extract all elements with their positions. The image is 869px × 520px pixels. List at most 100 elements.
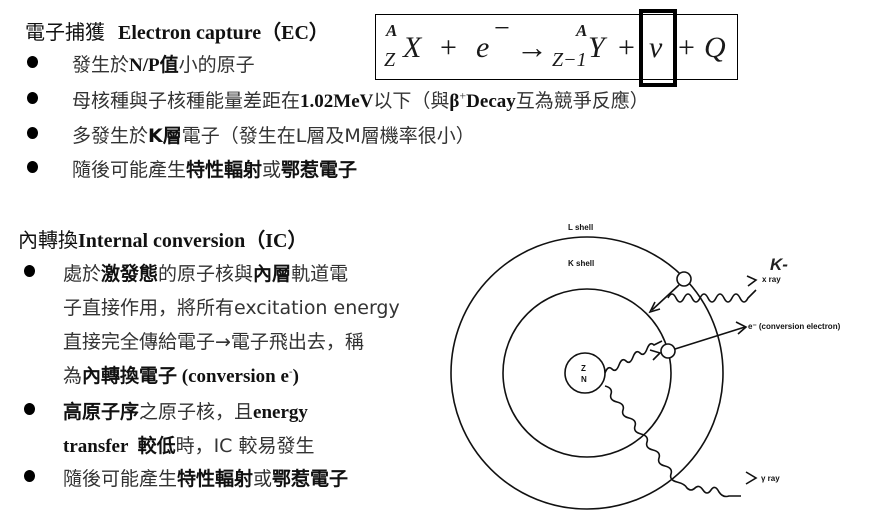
text: 發生於 (72, 54, 130, 76)
bold-text: energy (253, 402, 308, 423)
plus-sign: + (678, 31, 695, 64)
bold-text: (conversion e (177, 366, 289, 387)
ec-title-zh: 電子捕獲 (25, 20, 105, 44)
bold-text: 特性輻射 (177, 468, 254, 490)
bold-text: 激發態 (101, 263, 159, 285)
text: 以下（與 (373, 90, 450, 112)
transition-arrow (651, 284, 680, 311)
electron-charge: − (494, 13, 510, 44)
arrow-icon: → (516, 29, 548, 65)
ic-bullet-3: 隨後可能產生特性輻射或鄂惹電子 (63, 464, 348, 491)
electron-symbol: e (476, 31, 490, 64)
ec-title-en: Electron capture（EC） (118, 22, 329, 44)
gamma-ray-label: γ ray (761, 474, 780, 483)
nucleus-n-label: N (581, 375, 587, 384)
ic-title-zh: 內轉換 (18, 228, 78, 252)
bold-text: 1.02MeV (300, 91, 374, 112)
k-shell-label: K shell (568, 259, 594, 268)
ic-bullet-1-line-3: 直接完全傳給電子→電子飛出去，稱 (63, 331, 364, 353)
arrowhead-icon (735, 321, 748, 335)
bold-text: 鄂惹電子 (272, 468, 349, 490)
bullet-icon (24, 403, 35, 415)
energy-transfer-wave (604, 340, 663, 374)
bold-text: 高原子序 (63, 401, 140, 423)
k-shell-electron (660, 343, 676, 359)
parent-nucleus: X (403, 31, 422, 64)
text: 時，IC 較易發生 (175, 435, 315, 457)
bold-text: 特性輻射 (186, 159, 263, 181)
x-ray-label: x ray (762, 275, 781, 284)
internal-conversion-diagram: L shell K shell Z N K- x ray e⁻ (convers… (450, 223, 841, 510)
atomic-number: Z (384, 49, 396, 71)
daughter-nucleus: Y (588, 31, 605, 64)
mass-number: A (386, 21, 398, 40)
bold-text: 鄂惹電子 (281, 159, 358, 181)
atomic-number: Z−1 (552, 49, 587, 71)
text: 互為競爭反應） (515, 90, 649, 112)
bullet-icon (24, 265, 35, 277)
conversion-electron-path (674, 326, 746, 350)
nucleus-z-label: Z (581, 364, 586, 373)
bold-text: 內轉換電子 (82, 365, 178, 387)
ic-heading: 內轉換Internal conversion（IC） (18, 224, 307, 253)
ic-bullet-1-line-4: 為內轉換電子 (conversion e-) (63, 361, 299, 388)
ec-bullet-1: 發生於N/P值小的原子 (72, 50, 255, 77)
bullet-icon (27, 56, 38, 68)
text: 軌道電 (291, 263, 349, 285)
nucleus (564, 352, 606, 394)
bold-text: ) (292, 366, 299, 387)
arrowhead-icon (746, 275, 758, 287)
arrowhead-icon (649, 349, 662, 361)
bullet-icon (27, 127, 38, 139)
ec-bullet-3: 多發生於K層電子（發生在L層及M層機率很小） (72, 121, 475, 148)
l-shell-orbit (450, 236, 724, 510)
k-annotation: K- (770, 255, 788, 274)
text: 的原子核與 (158, 263, 254, 285)
conversion-electron-label: e⁻ (conversion electron) (748, 322, 841, 331)
gamma-ray-wave (604, 385, 741, 498)
bullet-icon (27, 92, 38, 104)
plus-sign: + (618, 31, 635, 64)
text: 之原子核，且 (139, 401, 254, 423)
ic-bullet-2-line-1: 高原子序之原子核，且energy (63, 397, 308, 424)
text: 電子（發生在L層及M層機率很小） (181, 125, 475, 147)
mass-number: A (576, 21, 588, 40)
ec-bullet-2: 母核種與子核種能量差距在1.02MeV以下（與β+Decay互為競爭反應） (72, 86, 649, 113)
plus-sign: + (440, 31, 457, 64)
text: 多發生於 (72, 125, 149, 147)
superscript: - (288, 365, 293, 378)
beta-symbol: β (449, 91, 460, 112)
ic-bullet-2-line-2: transfer 較低時，IC 較易發生 (63, 431, 315, 458)
bullet-icon (24, 470, 35, 482)
k-shell-orbit (502, 288, 672, 458)
bold-text: transfer 較低 (63, 436, 176, 457)
superscript: + (459, 88, 467, 103)
ec-equation-box: A Z X + e − → A Z−1 Y + v + Q (375, 9, 738, 87)
ec-heading: 電子捕獲 Electron capture（EC） (25, 16, 329, 45)
ic-bullet-1-line-2: 子直接作用，將所有excitation energy (63, 297, 400, 319)
x-ray-wave (667, 289, 757, 303)
text: 或 (262, 159, 282, 181)
text: 隨後可能產生 (72, 159, 187, 181)
l-shell-electron (676, 271, 692, 287)
arrowhead-icon (648, 301, 661, 314)
neutrino-symbol: v (649, 31, 663, 64)
ic-title-en: Internal conversion（IC） (78, 230, 308, 252)
ec-bullet-4: 隨後可能產生特性輻射或鄂惹電子 (72, 155, 357, 182)
text: 處於 (63, 263, 102, 285)
text: 為 (63, 365, 83, 387)
neutrino-highlight-box (639, 9, 677, 87)
text: 小的原子 (178, 54, 255, 76)
bold-text: N/P值 (129, 55, 179, 76)
q-value: Q (704, 31, 726, 64)
bullet-icon (27, 161, 38, 173)
ic-bullet-1-line-1: 處於激發態的原子核與內層軌道電 (63, 259, 348, 286)
bold-text: 內層 (253, 263, 292, 285)
bold-text: Decay (466, 91, 516, 112)
text: 或 (253, 468, 273, 490)
l-shell-label: L shell (568, 223, 593, 232)
text: 母核種與子核種能量差距在 (72, 90, 301, 112)
bold-text: K層 (148, 125, 182, 147)
arrowhead-icon (745, 471, 758, 485)
text: 隨後可能產生 (63, 468, 178, 490)
